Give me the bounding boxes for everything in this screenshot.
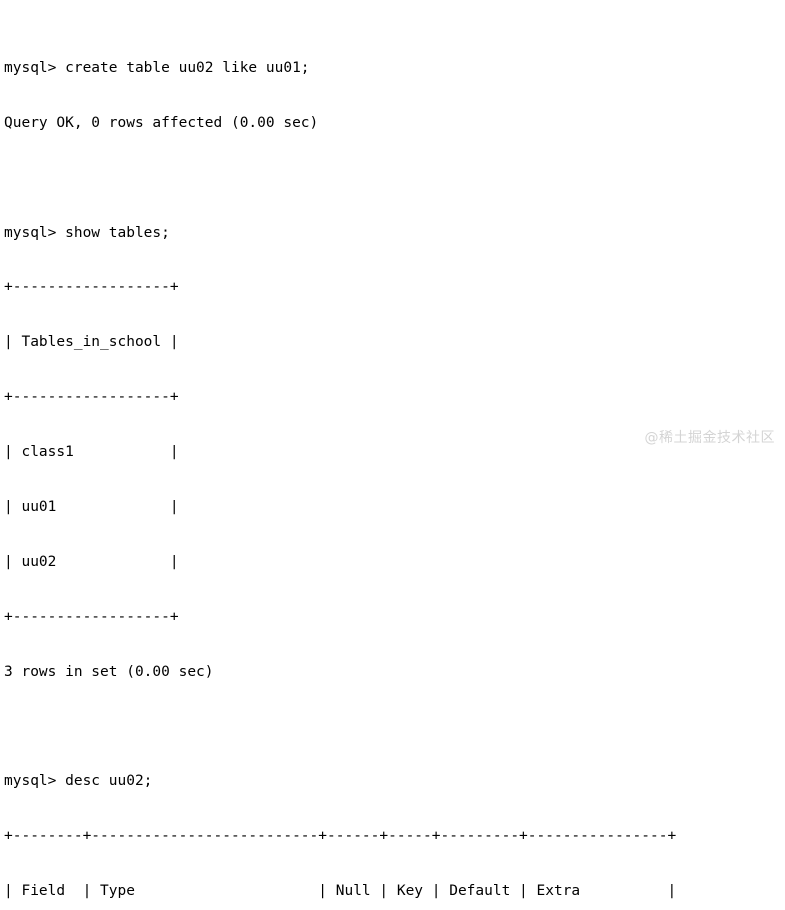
command-show-tables: mysql> show tables;	[4, 224, 170, 241]
command-create-table: mysql> create table uu02 like uu01;	[4, 59, 310, 76]
table-header-row: | Tables_in_school |	[4, 334, 179, 351]
result-query-ok: Query OK, 0 rows affected (0.00 sec)	[4, 114, 319, 131]
command-desc-uu02: mysql> desc uu02;	[4, 773, 153, 790]
table-border-bottom: +------------------+	[4, 608, 179, 625]
table-row-uu01: | uu01 |	[4, 499, 179, 516]
desc-header-row: | Field | Type | Null | Key | Default | …	[4, 883, 677, 900]
desc-border-top: +--------+--------------------------+---…	[4, 828, 677, 845]
result-rows-in-set: 3 rows in set (0.00 sec)	[4, 663, 214, 680]
blank-line	[4, 169, 785, 187]
table-border-middle: +------------------+	[4, 389, 179, 406]
blank-line	[4, 718, 785, 736]
table-border-top: +------------------+	[4, 279, 179, 296]
watermark: @稀土掘金技术社区	[644, 429, 775, 446]
table-row-uu02: | uu02 |	[4, 553, 179, 570]
